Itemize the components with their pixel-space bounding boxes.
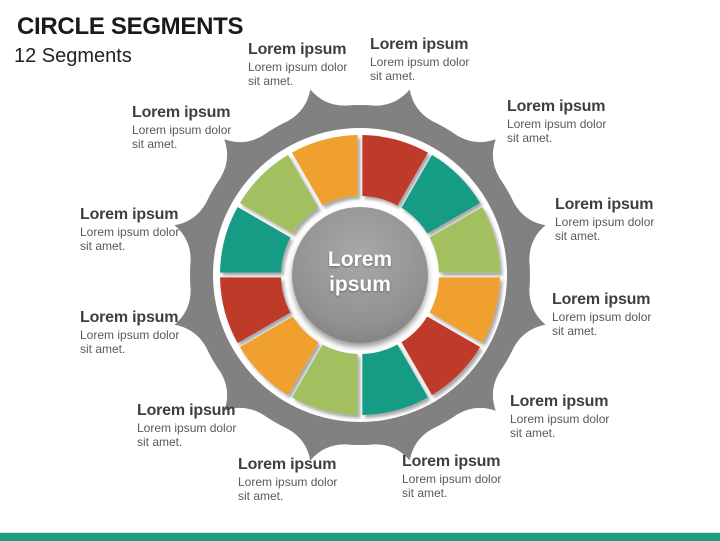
segment-9-red: [220, 277, 291, 343]
label-body: Lorem ipsum dolor sit amet.: [402, 472, 502, 500]
label-body: Lorem ipsum dolor sit amet.: [510, 412, 610, 440]
label-body: Lorem ipsum dolor sit amet.: [80, 225, 180, 253]
label-top-right: Lorem ipsum Lorem ipsum dolor sit amet.: [370, 36, 474, 83]
label-heading: Lorem ipsum: [238, 456, 337, 473]
label-body: Lorem ipsum dolor sit amet.: [137, 421, 237, 449]
label-top-left: Lorem ipsum Lorem ipsum dolor sit amet.: [248, 41, 352, 88]
segment-5-red: [401, 316, 481, 396]
label-bottom-right: Lorem ipsum Lorem ipsum dolor sit amet.: [510, 393, 614, 440]
segment-1-red: [362, 135, 428, 206]
label-heading: Lorem ipsum: [137, 402, 236, 419]
segment-8-orange: [239, 316, 319, 396]
segment-6-teal: [362, 344, 428, 415]
segment-7-green: [292, 344, 358, 415]
label-heading: Lorem ipsum: [80, 309, 179, 326]
label-heading: Lorem ipsum: [510, 393, 609, 410]
segment-10-teal: [220, 207, 291, 273]
label-heading: Lorem ipsum: [555, 196, 654, 213]
label-heading: Lorem ipsum: [80, 206, 179, 223]
label-body: Lorem ipsum dolor sit amet.: [555, 215, 655, 243]
label-body: Lorem ipsum dolor sit amet.: [552, 310, 652, 338]
label-bottom-center-right: Lorem ipsum Lorem ipsum dolor sit amet.: [402, 453, 506, 500]
label-body: Lorem ipsum dolor sit amet.: [370, 55, 470, 83]
label-heading: Lorem ipsum: [370, 36, 469, 53]
label-right-upper: Lorem ipsum Lorem ipsum dolor sit amet.: [555, 196, 659, 243]
label-body: Lorem ipsum dolor sit amet.: [80, 328, 180, 356]
label-heading: Lorem ipsum: [552, 291, 651, 308]
label-right-lower: Lorem ipsum Lorem ipsum dolor sit amet.: [552, 291, 656, 338]
label-body: Lorem ipsum dolor sit amet.: [238, 475, 338, 503]
label-left-lower: Lorem ipsum Lorem ipsum dolor sit amet.: [80, 309, 184, 356]
segment-2-teal: [401, 154, 481, 234]
label-body: Lorem ipsum dolor sit amet.: [132, 123, 232, 151]
segment-11-green: [239, 154, 319, 234]
hub-label: Lorem ipsum: [327, 248, 393, 296]
label-heading: Lorem ipsum: [248, 41, 347, 58]
label-heading: Lorem ipsum: [507, 98, 606, 115]
label-heading: Lorem ipsum: [132, 104, 231, 121]
label-upper-right: Lorem ipsum Lorem ipsum dolor sit amet.: [507, 98, 611, 145]
label-bottom-center-left: Lorem ipsum Lorem ipsum dolor sit amet.: [238, 456, 342, 503]
slide-title: CIRCLE SEGMENTS: [17, 13, 244, 40]
label-heading: Lorem ipsum: [402, 453, 501, 470]
segment-12-orange: [292, 135, 358, 206]
segment-4-orange: [429, 277, 500, 343]
footer-accent-bar: [0, 532, 720, 541]
label-body: Lorem ipsum dolor sit amet.: [507, 117, 607, 145]
label-body: Lorem ipsum dolor sit amet.: [248, 60, 348, 88]
label-bottom-left: Lorem ipsum Lorem ipsum dolor sit amet.: [137, 402, 241, 449]
label-upper-left: Lorem ipsum Lorem ipsum dolor sit amet.: [132, 104, 236, 151]
label-left-upper: Lorem ipsum Lorem ipsum dolor sit amet.: [80, 206, 184, 253]
slide-subtitle: 12 Segments: [14, 45, 132, 67]
segment-3-green: [429, 207, 500, 273]
